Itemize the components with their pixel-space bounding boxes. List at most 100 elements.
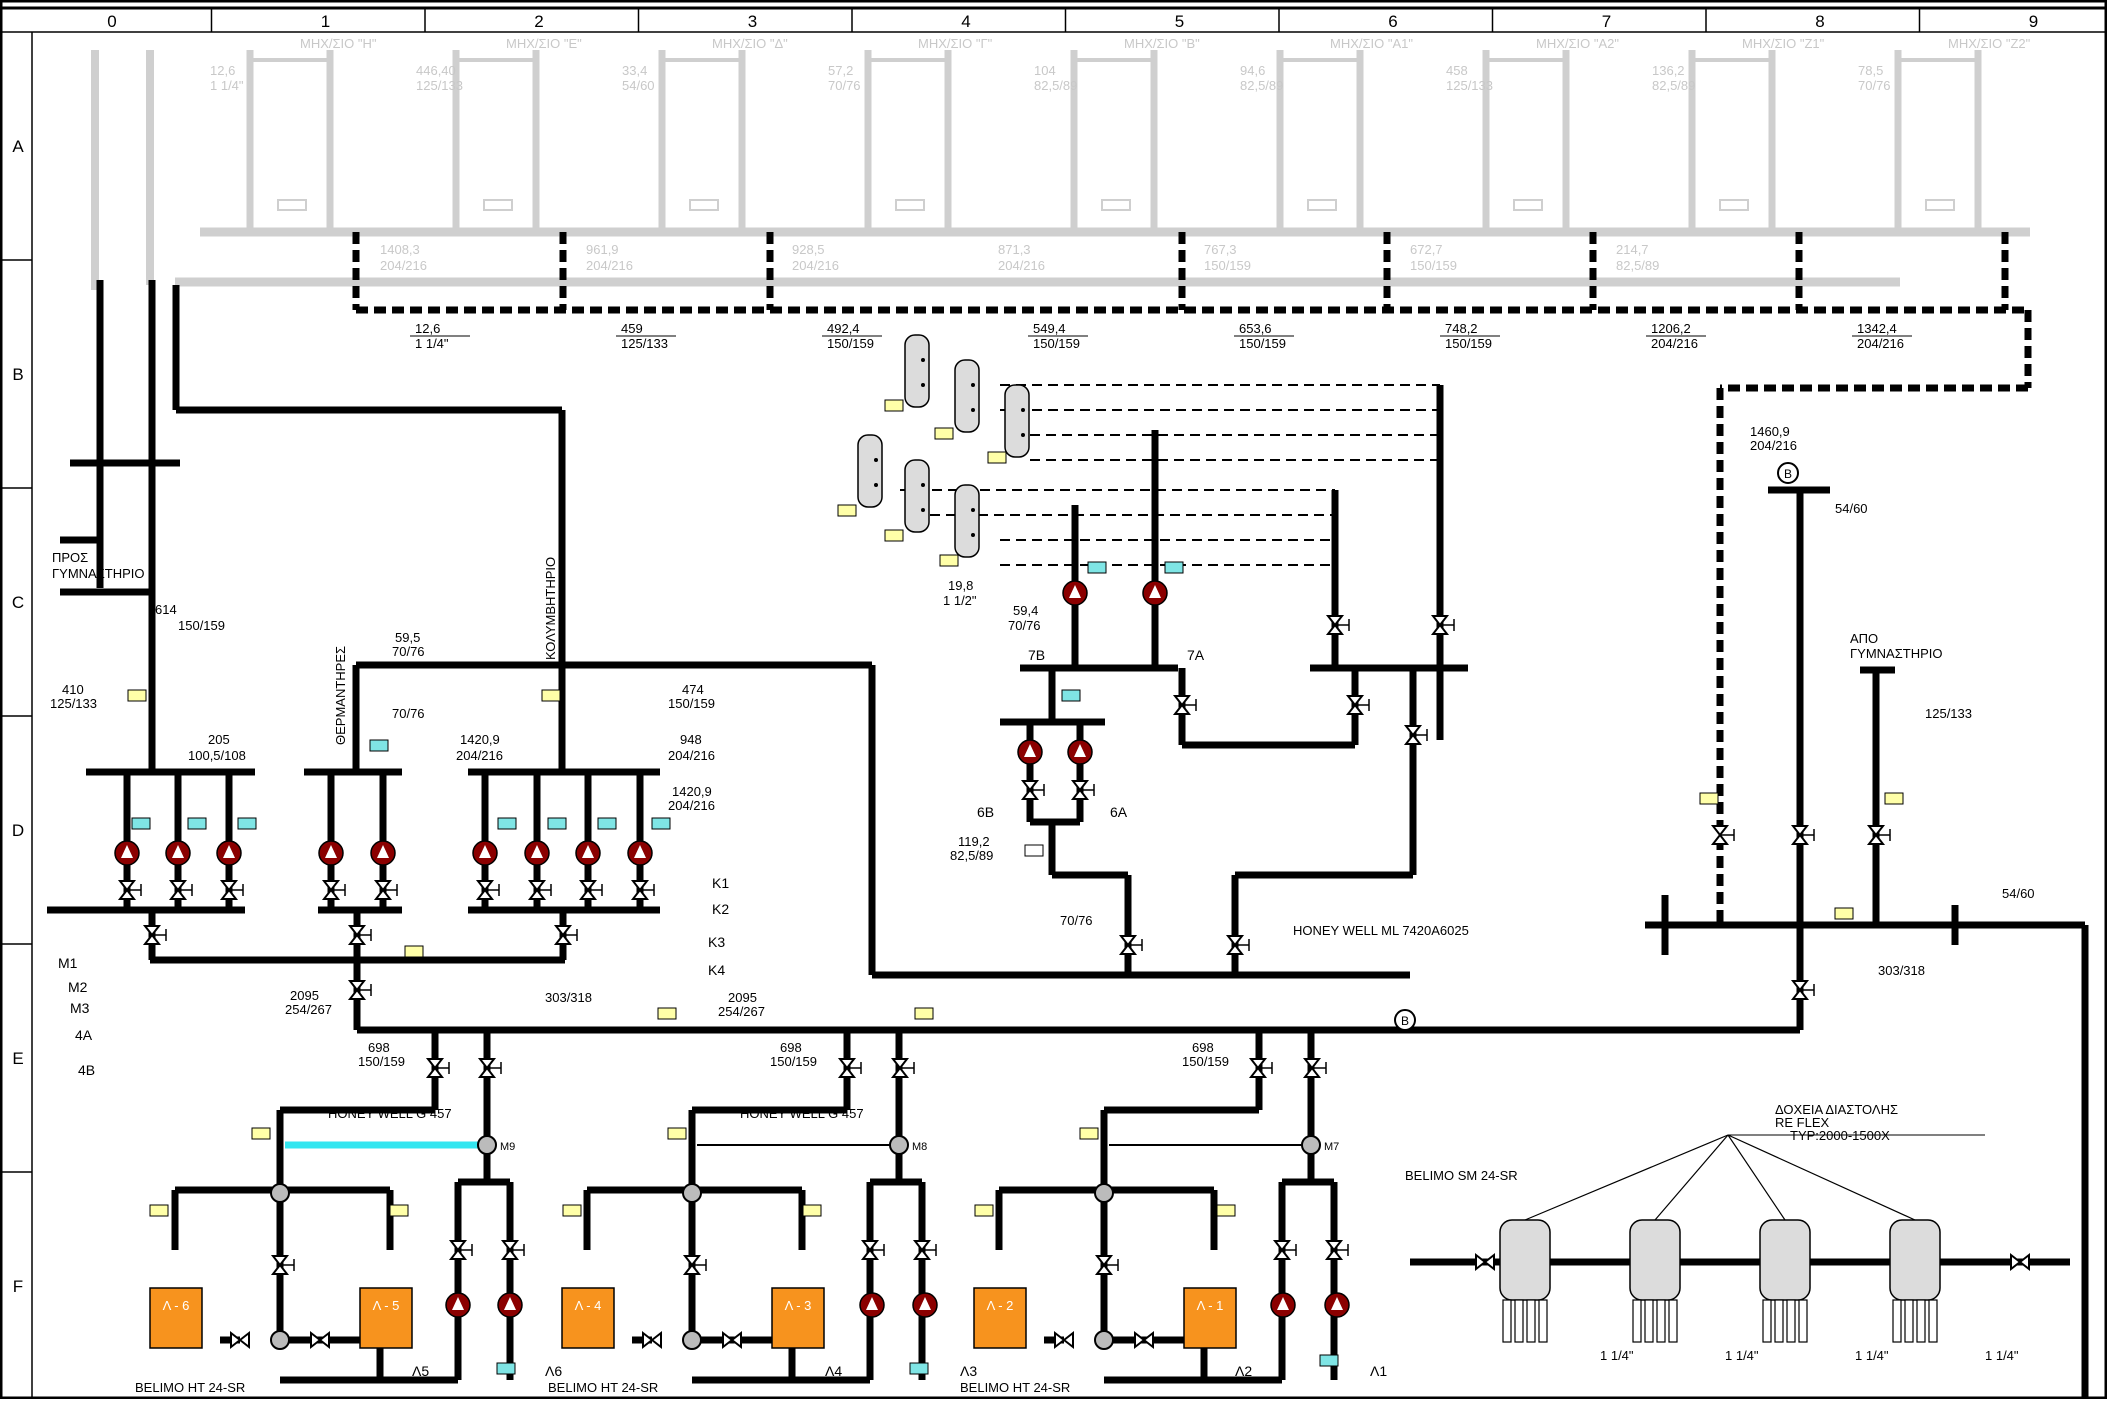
dim-d594: 59,4 xyxy=(1013,603,1038,618)
valve xyxy=(347,925,372,945)
pump-label-p7A: 7A xyxy=(1187,647,1205,663)
valve xyxy=(1225,935,1250,955)
dim-d205: 205 xyxy=(208,732,230,747)
pump-label-L5: Λ5 xyxy=(412,1363,429,1379)
riser-size: 54/60 xyxy=(622,78,655,93)
honeywell-ml-label: HONEY WELL ML 7420A6025 xyxy=(1293,923,1469,938)
pump xyxy=(1324,1292,1350,1318)
b-text: B xyxy=(1784,467,1792,481)
riser: ΜΗΧ/ΣΙΟ "Γ"57,270/76 xyxy=(828,36,993,232)
return-size: 1 1/4" xyxy=(415,336,449,351)
valve xyxy=(475,880,500,900)
valve xyxy=(527,880,552,900)
return-flow: 459 xyxy=(621,321,643,336)
riser-flow: 136,2 xyxy=(1652,63,1685,78)
tag xyxy=(914,1007,934,1020)
pump xyxy=(1017,739,1043,765)
grid-col-label: 5 xyxy=(1175,12,1184,31)
supply-size: 204/216 xyxy=(998,258,1045,273)
valve xyxy=(1172,695,1197,715)
tag xyxy=(251,1127,271,1140)
dim-d5460b: 54/60 xyxy=(2002,886,2035,901)
exp-tank-leg xyxy=(1762,1299,1772,1343)
riser-name: ΜΗΧ/ΣΙΟ "Ζ2" xyxy=(1948,36,2031,51)
pump xyxy=(912,1292,938,1318)
pump xyxy=(1270,1292,1296,1318)
riser-size: 82,5/89 xyxy=(1240,78,1283,93)
valve xyxy=(425,1058,450,1078)
mixing-valve xyxy=(1301,1135,1321,1155)
riser-flow: 78,5 xyxy=(1858,63,1883,78)
valve xyxy=(1302,1058,1327,1078)
exp-tank-leg xyxy=(1644,1299,1654,1343)
exp-tank-leg xyxy=(1656,1299,1666,1343)
dim-d1192s: 82,5/89 xyxy=(950,848,993,863)
pump-arrow xyxy=(172,845,184,858)
valve-body xyxy=(310,1330,330,1350)
valve xyxy=(722,1330,742,1350)
pump-arrow xyxy=(479,845,491,858)
valve xyxy=(168,880,193,900)
supply-size: 150/159 xyxy=(1410,258,1457,273)
riser: ΜΗΧ/ΣΙΟ "Ζ2"78,570/76 xyxy=(1858,36,2031,232)
valve-body xyxy=(1475,1252,1495,1272)
pump-arrow xyxy=(452,1297,464,1310)
exp-tank-leg xyxy=(1798,1299,1808,1343)
pump xyxy=(524,840,550,866)
grid-row-label: A xyxy=(12,137,24,156)
boiler-label: Λ - 1 xyxy=(1197,1298,1224,1313)
tank-port xyxy=(921,358,925,362)
tank-port xyxy=(921,508,925,512)
valve xyxy=(373,880,398,900)
riser-size: 82,5/89 xyxy=(1034,78,1077,93)
riser-name: ΜΗΧ/ΣΙΟ "Α1" xyxy=(1330,36,1413,51)
pump xyxy=(318,840,344,866)
pump-label-K4: K4 xyxy=(708,962,725,978)
tag-group xyxy=(127,399,1904,1375)
pump-arrow xyxy=(325,845,337,858)
tag xyxy=(496,1362,516,1375)
dim-d114a: 1 1/4" xyxy=(1600,1348,1634,1363)
leader-line xyxy=(1727,1134,1786,1221)
boiler xyxy=(973,1287,1027,1349)
tag xyxy=(597,817,617,830)
grid-col-label: 4 xyxy=(961,12,970,31)
dimension-labels: 12,61 1/4"459125/133492,4150/159549,4150… xyxy=(50,321,2035,1379)
valve-body xyxy=(2010,1252,2030,1272)
dim-d1420bs: 204/216 xyxy=(668,798,715,813)
dim-d698a: 698 xyxy=(368,1040,390,1055)
riser-box xyxy=(689,199,719,211)
tag xyxy=(1164,561,1184,574)
belimo-ht-label-1: BELIMO HT 24-SR xyxy=(135,1380,245,1395)
dim-d198: 19,8 xyxy=(948,578,973,593)
pump xyxy=(627,840,653,866)
pump-label-K3: K3 xyxy=(708,934,725,950)
valve xyxy=(642,1330,662,1350)
leader-line xyxy=(1524,1134,1729,1221)
pump-arrow xyxy=(1331,1297,1343,1310)
riser-size: 1 1/4" xyxy=(210,78,244,93)
mixing-valve xyxy=(1094,1183,1114,1203)
pump xyxy=(165,840,191,866)
apo-gym-label: ΓΥΜΝΑΣΤΗΡΙΟ xyxy=(1850,646,1942,661)
tag xyxy=(884,399,904,412)
valve xyxy=(310,1330,330,1350)
valve xyxy=(890,1058,915,1078)
valve xyxy=(1790,825,1815,845)
pump xyxy=(575,840,601,866)
tank-lines xyxy=(900,384,1440,566)
exp-tank-leg xyxy=(1786,1299,1796,1343)
dim-d410s: 125/133 xyxy=(50,696,97,711)
dim-d614s: 150/159 xyxy=(178,618,225,633)
grid-row-label: B xyxy=(12,365,23,384)
hot-water-tank xyxy=(954,484,980,558)
return-size: 204/216 xyxy=(1857,336,1904,351)
valve xyxy=(837,1058,862,1078)
grid-col-label: 8 xyxy=(1815,12,1824,31)
riser-box xyxy=(1101,199,1131,211)
riser-box xyxy=(277,199,307,211)
dim-d7076a: 70/76 xyxy=(392,706,425,721)
pump-label-p7B: 7B xyxy=(1028,647,1045,663)
riser: ΜΗΧ/ΣΙΟ "Ζ1"136,282,5/89 xyxy=(1652,36,1825,232)
tag xyxy=(131,817,151,830)
